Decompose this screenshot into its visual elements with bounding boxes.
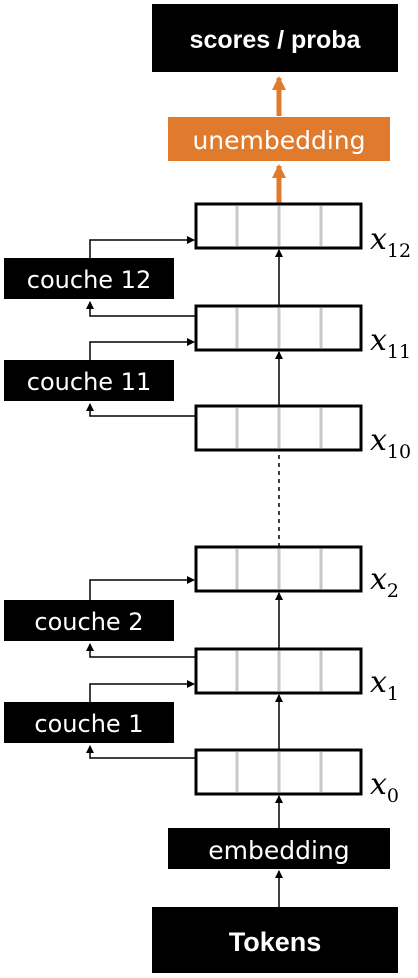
arrow-layer1-to-x1 xyxy=(89,680,195,702)
arrow-x11-to-layer12 xyxy=(86,301,196,317)
unembedding-box xyxy=(168,117,390,161)
state-x0 xyxy=(194,748,363,796)
layer-box-11 xyxy=(4,360,174,401)
state-label-x12: x12 xyxy=(370,222,411,262)
state-x12 xyxy=(194,202,363,250)
layer-label-12: couche 12 xyxy=(27,266,151,294)
state-label-x1: x1 xyxy=(370,665,399,705)
state-label-x10: x10 xyxy=(370,423,411,463)
arrow-layer12-to-x12 xyxy=(89,236,195,258)
scores-box xyxy=(152,4,398,72)
state-x10 xyxy=(194,404,363,452)
state-label-x11: x11 xyxy=(370,323,411,363)
layer-label-2: couche 2 xyxy=(34,608,143,636)
state-label-x0: x0 xyxy=(370,767,399,807)
layer-label-11: couche 11 xyxy=(27,368,151,396)
layer-box-12 xyxy=(4,258,174,299)
unembedding-label: unembedding xyxy=(192,126,365,155)
layer-box-1 xyxy=(4,702,174,743)
scores-label: scores / proba xyxy=(190,26,362,54)
arrow-layer11-to-x11 xyxy=(89,338,195,360)
layer-box-2 xyxy=(4,600,174,641)
arrow-x10-to-layer11 xyxy=(86,403,196,417)
tokens-label: Tokens xyxy=(229,927,322,957)
embedding-box xyxy=(168,828,390,869)
arrow-x0-to-layer1 xyxy=(86,745,196,759)
state-label-x2: x2 xyxy=(370,562,399,602)
embedding-label: embedding xyxy=(208,836,349,865)
arrow-layer2-to-x2 xyxy=(89,576,195,600)
tokens-box xyxy=(152,907,398,973)
state-x1 xyxy=(194,647,363,695)
arrow-x1-to-layer2 xyxy=(86,643,196,658)
state-x2 xyxy=(194,545,363,593)
layer-label-1: couche 1 xyxy=(34,710,143,738)
state-x11 xyxy=(194,304,363,352)
